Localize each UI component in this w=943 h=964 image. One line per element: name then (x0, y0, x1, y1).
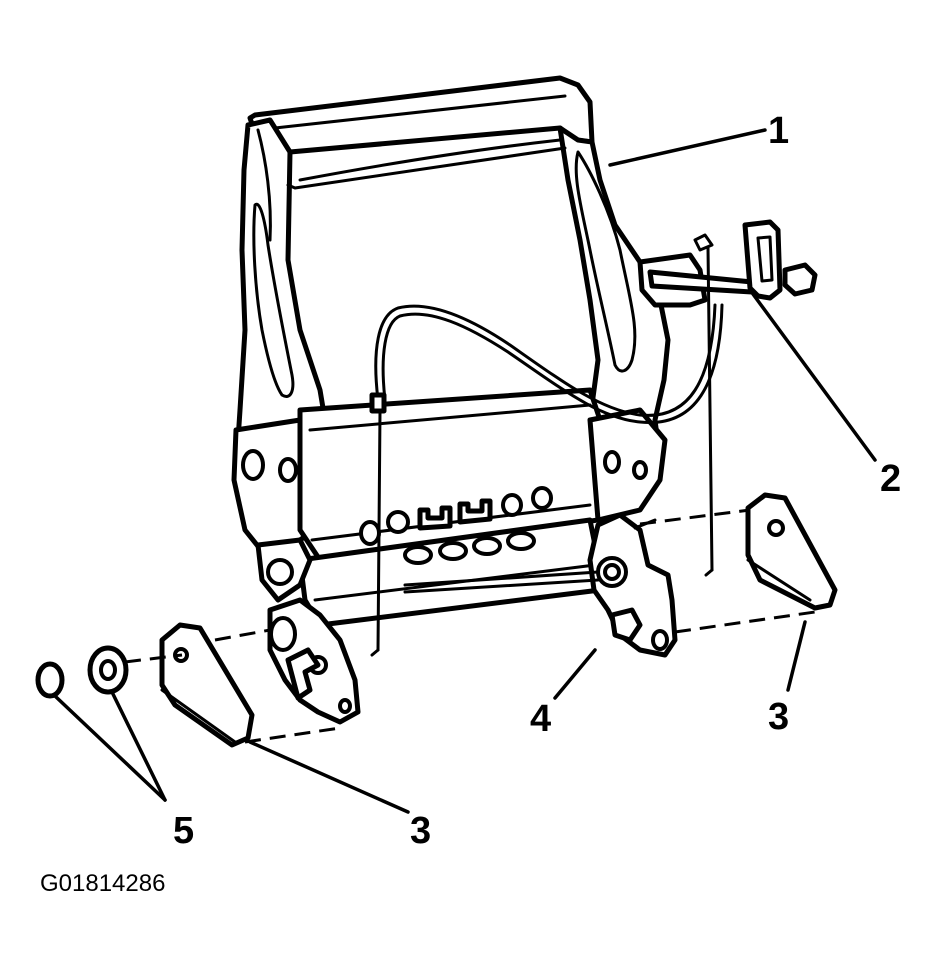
callout-3-right: 3 (768, 696, 790, 738)
cap-icon (35, 661, 65, 699)
figure-id: G01814286 (40, 870, 166, 897)
alignment-lines (124, 508, 816, 744)
release-handle (637, 219, 818, 577)
left-recliner (255, 537, 361, 725)
callout-1: 1 (768, 110, 790, 152)
callout-4: 4 (530, 698, 552, 740)
release-cable (369, 303, 724, 657)
seat-back-frame (231, 75, 671, 628)
fasteners (35, 645, 129, 699)
right-recliner (403, 512, 678, 658)
frame-slots (359, 486, 553, 565)
leader-lines (53, 128, 877, 814)
callout-5: 5 (173, 810, 195, 852)
callout-3-left: 3 (410, 810, 432, 852)
right-recliner-cover (745, 492, 838, 611)
left-recliner-cover (159, 622, 255, 748)
callout-2: 2 (880, 458, 902, 500)
